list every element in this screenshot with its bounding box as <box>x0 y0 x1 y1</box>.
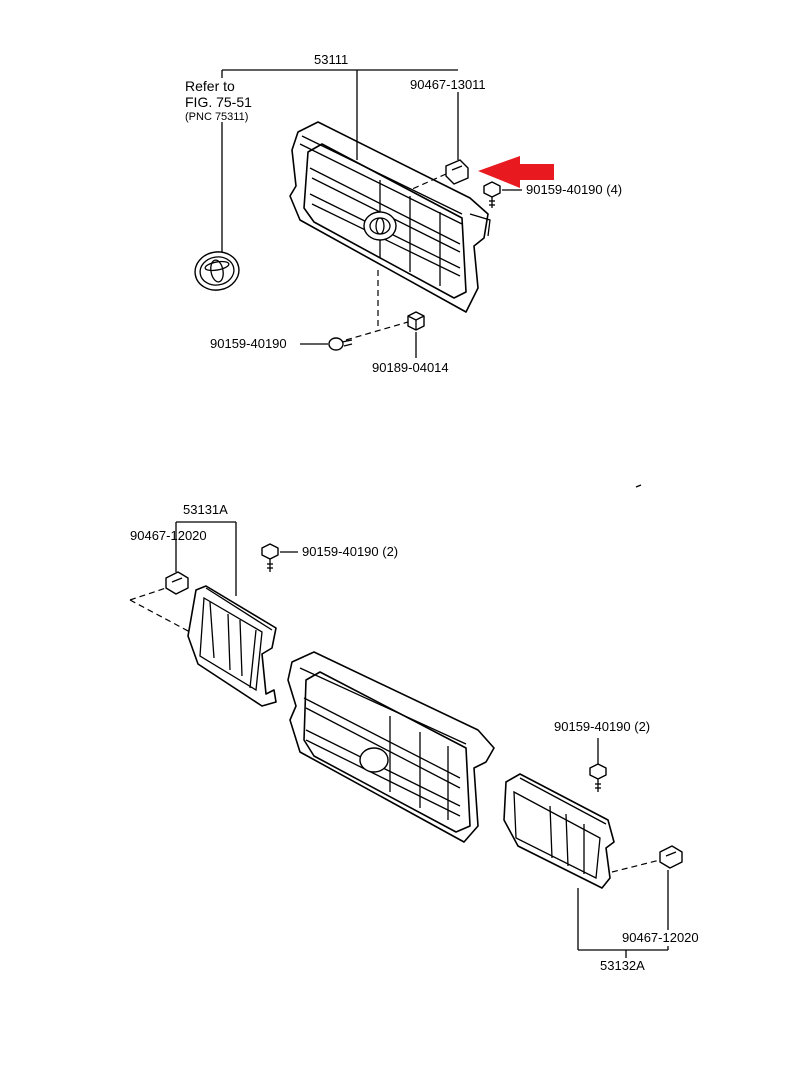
emblem-part <box>194 251 240 291</box>
screw-90159-40190-lower-label: 90159-40190 <box>210 336 287 351</box>
assembly-53132a-leader <box>577 888 669 958</box>
screw-90159-40190-4-part <box>483 181 501 208</box>
left-clip-part <box>165 571 189 595</box>
assembly-53111-label: 53111 <box>314 52 348 67</box>
radiator-grille-main <box>289 121 491 313</box>
highlight-arrow-icon <box>478 156 554 188</box>
right-clip-dash <box>611 859 661 873</box>
right-screw-part <box>589 763 607 792</box>
bottom-section: 53131A 90467-12020 90159-40190 (2) <box>129 484 699 973</box>
assembly-53132a-label: 53132A <box>600 958 645 973</box>
nut-90189-04014-part <box>407 311 425 331</box>
clip-90467-13011-label: 90467-13011 <box>410 77 486 92</box>
assembly-53111-leader <box>221 69 458 160</box>
assembly-53131a-leader <box>175 521 237 596</box>
refer-pnc-label: (PNC 75311) <box>185 111 248 123</box>
refer-to-label: Refer to <box>185 78 235 94</box>
left-clip-dash-1 <box>129 587 167 601</box>
top-section: 53111 Refer to FIG. 75-51 (PNC 75311) <box>185 52 622 375</box>
left-headlamp-bezel-part <box>187 585 277 707</box>
right-clip-part <box>659 845 683 869</box>
stray-mark <box>635 484 642 488</box>
refer-fig-label: FIG. 75-51 <box>185 94 252 110</box>
screw-nut-dash <box>345 321 409 341</box>
clip-90467-13011-part <box>445 159 469 185</box>
left-screw-90159-40190-2-label: 90159-40190 (2) <box>302 544 398 559</box>
right-headlamp-bezel-part <box>503 773 615 889</box>
nut-90189-04014-label: 90189-04014 <box>372 360 449 375</box>
screw-90159-40190-lower-part <box>328 337 353 351</box>
clip-dash-line <box>409 173 447 191</box>
left-clip-90467-12020-label: 90467-12020 <box>130 528 207 543</box>
left-screw-part <box>261 543 279 572</box>
left-clip-dash-2 <box>129 599 191 633</box>
radiator-grille-lower <box>287 651 495 843</box>
right-screw-90159-40190-2-label: 90159-40190 (2) <box>554 719 650 734</box>
screw-90159-40190-4-label: 90159-40190 (4) <box>526 182 622 197</box>
assembly-53131a-label: 53131A <box>183 502 228 517</box>
right-clip-90467-12020-label: 90467-12020 <box>622 930 699 945</box>
